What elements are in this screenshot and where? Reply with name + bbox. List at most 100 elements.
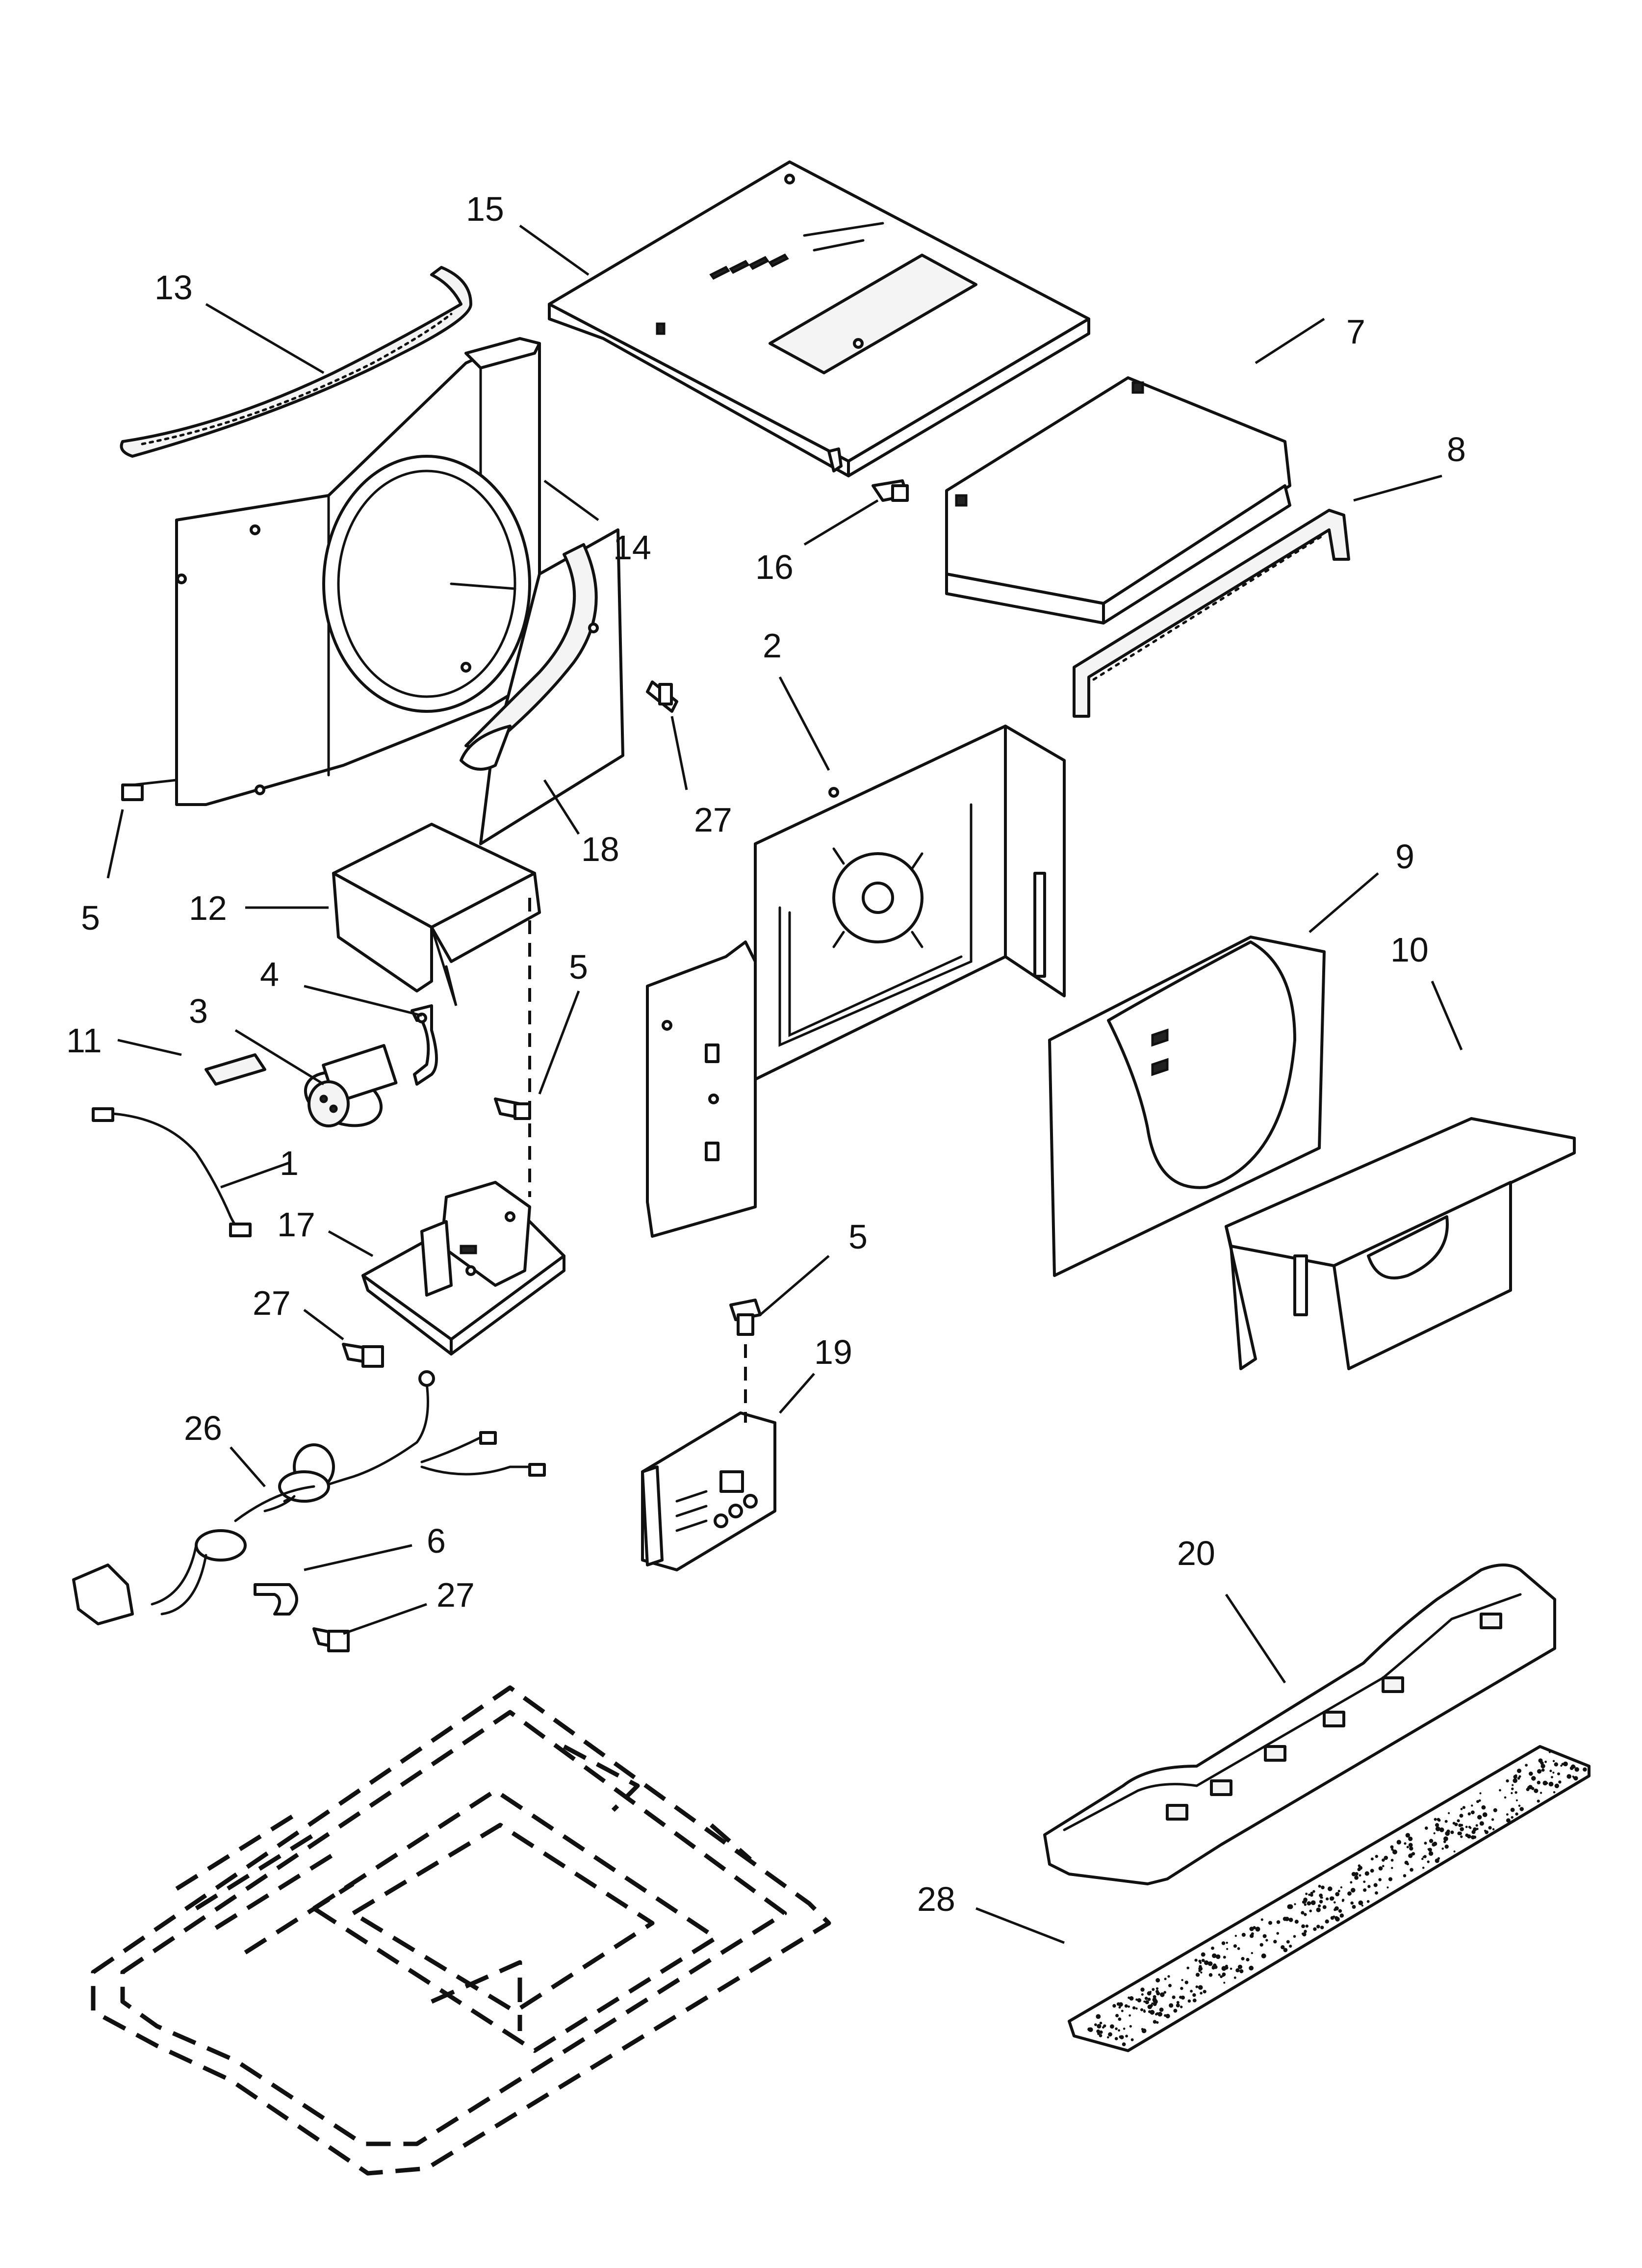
filter-speckle bbox=[1241, 1932, 1246, 1937]
filter-speckle bbox=[1156, 2021, 1159, 2024]
callout-20: 20 bbox=[1177, 1534, 1215, 1572]
filter-speckle bbox=[1488, 1826, 1492, 1830]
filter-speckle bbox=[1513, 1774, 1517, 1779]
filter-speckle bbox=[1351, 1888, 1356, 1893]
filter-speckle bbox=[1339, 1914, 1343, 1918]
filter-speckle bbox=[1251, 1952, 1253, 1955]
filter-speckle bbox=[1557, 1772, 1560, 1775]
filter-speckle bbox=[1534, 1788, 1539, 1793]
filter-speckle bbox=[1165, 2013, 1170, 2019]
filter-speckle bbox=[1439, 1827, 1444, 1832]
filter-speckle bbox=[1173, 2008, 1178, 2013]
filter-speckle bbox=[1129, 2014, 1131, 2017]
filter-speckle bbox=[1424, 1842, 1427, 1845]
callout-14: 14 bbox=[613, 528, 651, 567]
filter-speckle bbox=[1102, 2026, 1104, 2029]
filter-speckle bbox=[1469, 1826, 1472, 1829]
filter-speckle bbox=[1223, 1981, 1226, 1984]
filter-speckle bbox=[1473, 1827, 1477, 1831]
filter-speckle bbox=[1207, 1961, 1213, 1966]
filter-speckle bbox=[1150, 2009, 1155, 2015]
filter-speckle bbox=[1540, 1761, 1544, 1765]
filter-speckle bbox=[1504, 1796, 1507, 1799]
filter-speckle bbox=[1135, 2007, 1138, 2010]
filter-speckle bbox=[1186, 1966, 1189, 1970]
filter-speckle bbox=[1276, 1920, 1281, 1924]
filter-speckle bbox=[1352, 1904, 1356, 1909]
filter-speckle bbox=[1467, 1834, 1471, 1839]
filter-speckle bbox=[1515, 1799, 1518, 1801]
filter-speckle bbox=[1160, 1992, 1165, 1997]
filter-speckle bbox=[1573, 1766, 1576, 1769]
filter-speckle bbox=[1155, 1978, 1160, 1982]
filter-speckle bbox=[1233, 1976, 1236, 1979]
filter-speckle bbox=[1201, 1958, 1205, 1962]
filter-speckle bbox=[1097, 2032, 1100, 2035]
filter-speckle bbox=[1378, 1866, 1383, 1871]
filter-speckle bbox=[1096, 2014, 1101, 2019]
callout-27b: 27 bbox=[253, 1284, 291, 1322]
filter-speckle bbox=[1537, 1769, 1542, 1774]
filter-speckle bbox=[1479, 1792, 1482, 1795]
filter-speckle bbox=[1514, 1791, 1517, 1794]
filter-speckle bbox=[1192, 1993, 1196, 1997]
filter-speckle bbox=[1201, 1952, 1206, 1957]
filter-speckle bbox=[1222, 1972, 1226, 1977]
filter-speckle bbox=[1411, 1852, 1415, 1856]
filter-speckle bbox=[1273, 1940, 1277, 1944]
callout-9: 9 bbox=[1395, 837, 1414, 876]
filter-speckle bbox=[1326, 1897, 1329, 1901]
filter-speckle bbox=[1409, 1846, 1413, 1851]
filter-speckle bbox=[1301, 1924, 1306, 1929]
callout-17: 17 bbox=[277, 1205, 315, 1244]
filter-speckle bbox=[1153, 2020, 1157, 2024]
filter-speckle bbox=[1241, 1956, 1245, 1961]
part-19-control-board bbox=[641, 1344, 776, 1571]
filter-speckle bbox=[1334, 1901, 1336, 1904]
filter-speckle bbox=[1478, 1799, 1481, 1802]
filter-speckle bbox=[1220, 1975, 1223, 1979]
screw-27-upper bbox=[646, 680, 678, 713]
filter-speckle bbox=[1457, 1819, 1460, 1823]
filter-speckle bbox=[1143, 2000, 1146, 2003]
filter-speckle bbox=[1506, 1818, 1511, 1823]
part-10-divider bbox=[1225, 1117, 1576, 1370]
filter-speckle bbox=[1321, 1885, 1325, 1890]
filter-speckle bbox=[1554, 1762, 1558, 1767]
filter-speckle bbox=[1159, 2007, 1164, 2012]
callout-27a: 27 bbox=[694, 801, 732, 839]
filter-speckle bbox=[1121, 2009, 1124, 2012]
screw-5-middle bbox=[494, 1097, 531, 1120]
callout-26: 26 bbox=[184, 1409, 222, 1447]
filter-speckle bbox=[1233, 1944, 1237, 1948]
filter-speckle bbox=[1120, 2035, 1124, 2039]
filter-speckle bbox=[1458, 1824, 1462, 1827]
filter-speckle bbox=[1378, 1878, 1382, 1881]
filter-speckle bbox=[1288, 1918, 1293, 1922]
filter-speckle bbox=[1287, 1904, 1292, 1909]
filter-speckle bbox=[1358, 1900, 1363, 1905]
filter-speckle bbox=[1331, 1896, 1334, 1900]
filter-speckle bbox=[1475, 1824, 1478, 1827]
filter-speckle bbox=[1309, 1909, 1312, 1912]
filter-speckle bbox=[1212, 1953, 1217, 1958]
filter-speckle bbox=[1428, 1851, 1434, 1856]
callout-13: 13 bbox=[154, 268, 193, 307]
filter-speckle bbox=[1391, 1848, 1394, 1851]
filter-speckle bbox=[1552, 1772, 1555, 1774]
filter-speckle bbox=[1303, 1899, 1307, 1903]
filter-speckle bbox=[1453, 1851, 1456, 1852]
filter-speckle bbox=[1319, 1893, 1323, 1898]
filter-speckle bbox=[1526, 1788, 1530, 1791]
filter-speckle bbox=[1153, 1995, 1156, 1999]
filter-speckle bbox=[1539, 1792, 1542, 1794]
filter-speckle bbox=[1518, 1804, 1521, 1807]
filter-speckle bbox=[1511, 1787, 1514, 1790]
filter-speckle bbox=[1180, 1986, 1183, 1990]
part-7-control-cover bbox=[945, 376, 1291, 625]
filter-speckle bbox=[1208, 1973, 1213, 1977]
filter-speckle bbox=[1221, 1941, 1226, 1945]
filter-speckle bbox=[1337, 1890, 1340, 1893]
callout-28: 28 bbox=[917, 1880, 955, 1918]
filter-speckle bbox=[1187, 1999, 1191, 2003]
